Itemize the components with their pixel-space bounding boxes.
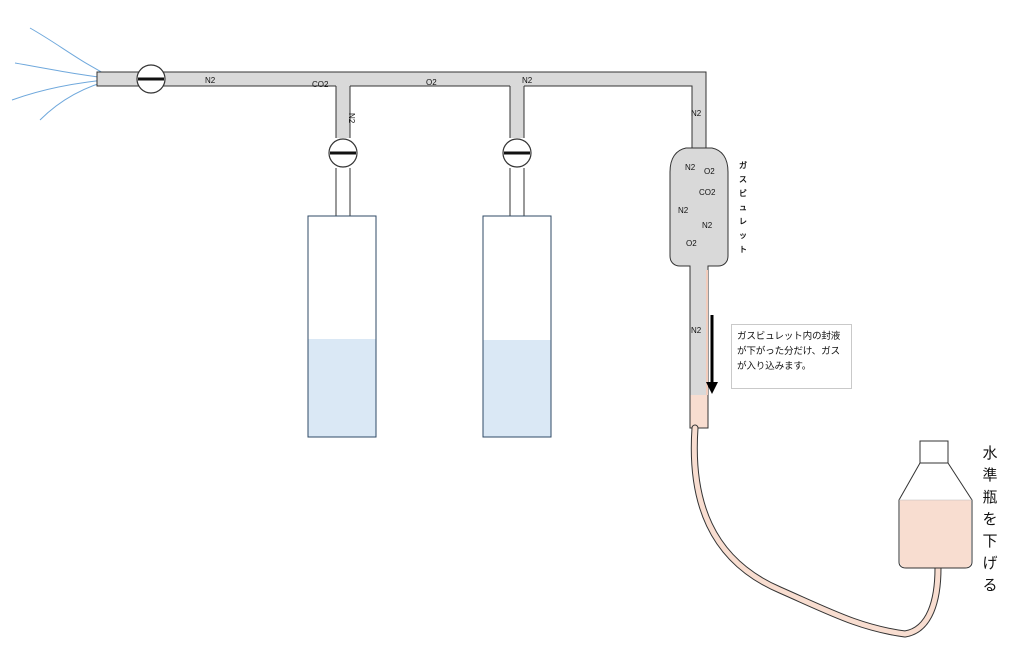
burette-title-char: ビ <box>739 188 747 198</box>
gas-burette <box>669 147 729 429</box>
explanation-note: ガスビュレット内の封液 が下がった分だけ、ガス が入り込みます。 <box>731 324 852 389</box>
valve-left-branch[interactable] <box>328 138 358 168</box>
burette-title-char: ガ <box>739 160 747 170</box>
burette-title: ガ ス ビ ュ レ ッ ト <box>739 160 747 254</box>
note-line: が下がった分だけ、ガス <box>737 346 840 357</box>
burette-gas-n2: N2 <box>685 163 696 172</box>
burette-title-char: ト <box>739 245 747 254</box>
rubber-hose <box>690 424 942 638</box>
burette-gas-co2: CO2 <box>699 188 716 197</box>
instruction-char: を <box>982 510 998 528</box>
burette-gas-n2: N2 <box>702 221 713 230</box>
instruction-char: げ <box>982 554 998 572</box>
branch-label-n2: N2 <box>347 113 356 124</box>
pipe-label-co2: CO2 <box>312 80 329 89</box>
leveling-bottle[interactable] <box>898 440 973 569</box>
burette-title-char: ュ <box>739 203 747 212</box>
burette-gas-o2: O2 <box>704 167 715 176</box>
branch-pipe-right <box>509 86 525 216</box>
instruction-char: る <box>982 576 998 594</box>
pipe-label-o2: O2 <box>426 78 437 87</box>
burette-gas-o2: O2 <box>686 239 697 248</box>
inlet-valve[interactable] <box>136 64 166 94</box>
note-line: が入り込みます。 <box>737 361 812 372</box>
instruction-char: 水 <box>982 444 998 462</box>
burette-title-char: ス <box>739 175 747 184</box>
absorption-bottle-right <box>482 215 552 438</box>
pipe-label-n2-right: N2 <box>522 76 533 85</box>
pipe-label-n2: N2 <box>205 76 216 85</box>
riser-label-n2: N2 <box>691 109 702 118</box>
instruction-char: 下 <box>982 532 998 550</box>
branch-pipe-left <box>335 86 351 216</box>
leveling-bottle-instruction: 水 準 瓶 を 下 げ る <box>978 442 1002 596</box>
absorption-bottle-left <box>307 215 377 438</box>
valve-right-branch[interactable] <box>502 138 532 168</box>
instruction-char: 準 <box>982 466 998 484</box>
instruction-char: 瓶 <box>982 488 998 506</box>
burette-title-char: ッ <box>739 231 747 240</box>
down-arrow <box>706 315 718 394</box>
note-line: ガスビュレット内の封液 <box>737 331 841 342</box>
burette-gas-n2: N2 <box>678 206 689 215</box>
burette-title-char: レ <box>739 217 747 226</box>
main-pipe <box>96 71 707 149</box>
burette-tube-label-n2: N2 <box>691 326 702 335</box>
